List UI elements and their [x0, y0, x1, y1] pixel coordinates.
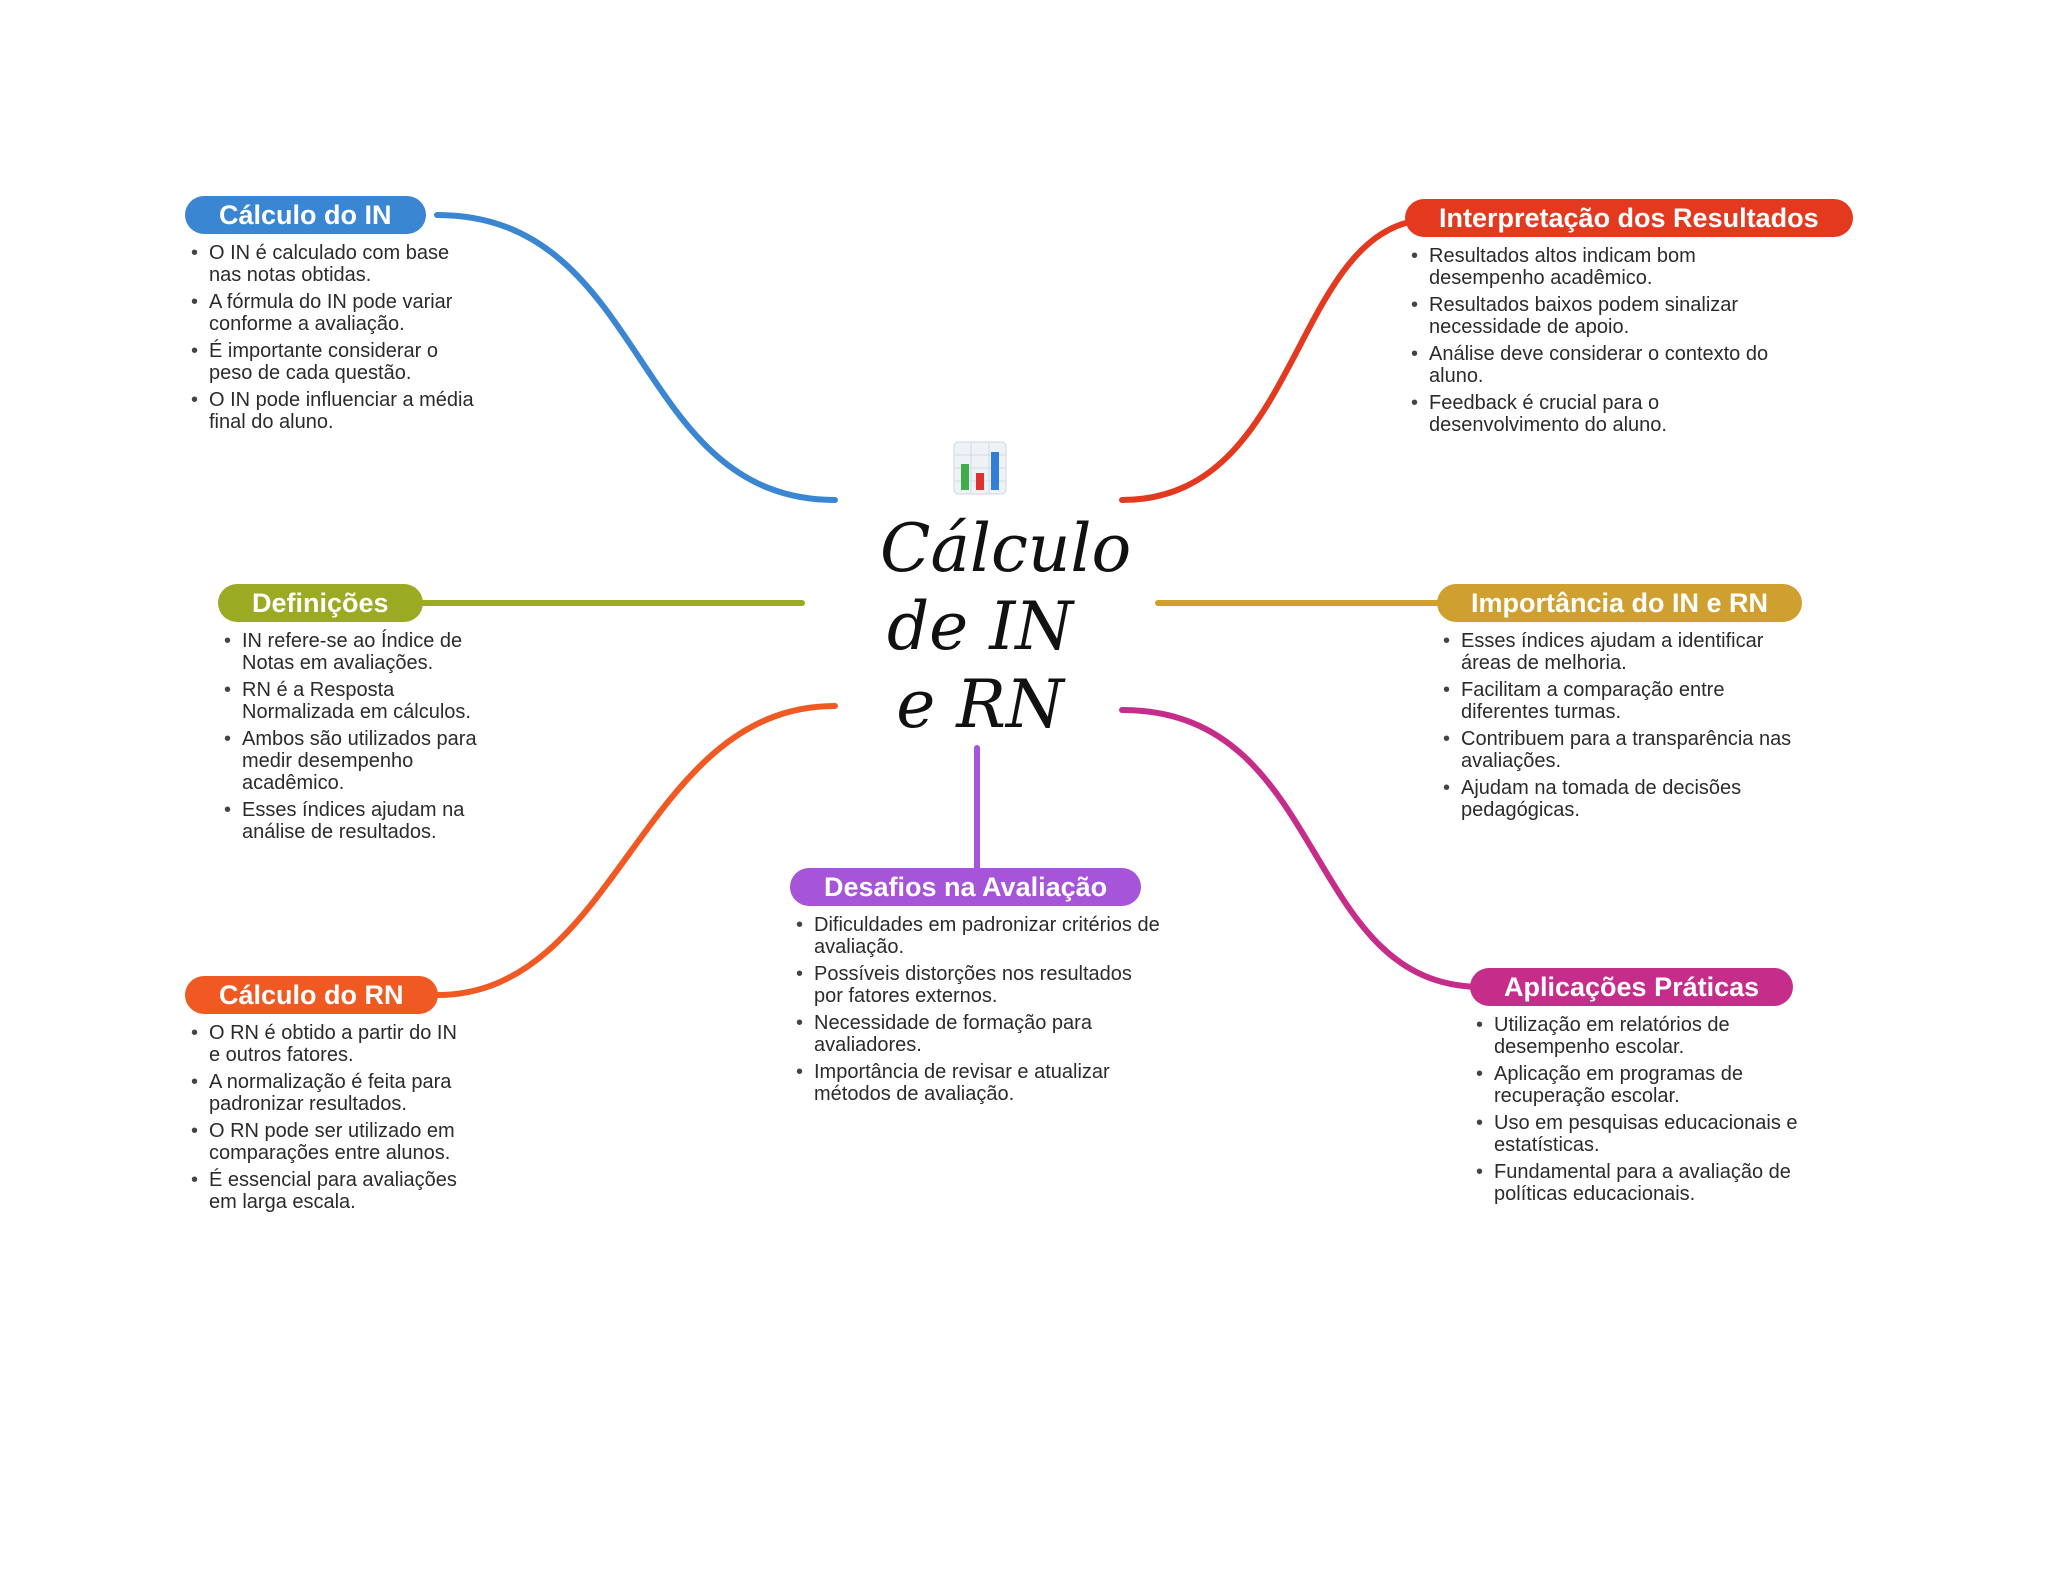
list-item: Feedback é crucial para o desenvolviment… [1405, 392, 1780, 436]
list-item: A fórmula do IN pode variar conforme a a… [185, 291, 475, 335]
connector-aplicacoes [1119, 707, 1483, 990]
connector-calc-in [434, 212, 838, 503]
list-item: O IN é calculado com base nas notas obti… [185, 242, 475, 286]
list-item: Ambos são utilizados para medir desempen… [218, 728, 503, 794]
list-item: Contribuem para a transparência nas aval… [1437, 728, 1802, 772]
item-list: Utilização em relatórios de desempenho e… [1470, 1014, 1820, 1205]
item-list: IN refere-se ao Índice de Notas em avali… [218, 630, 503, 843]
branch-title-desafios[interactable]: Desafios na Avaliação [790, 868, 1142, 906]
item-list: Resultados altos indicam bom desempenho … [1405, 245, 1780, 436]
branch-desafios: Desafios na Avaliação Dificuldades em pa… [790, 868, 1165, 1110]
item-list: Esses índices ajudam a identificar áreas… [1437, 630, 1802, 821]
list-item: É importante considerar o peso de cada q… [185, 340, 475, 384]
item-list: O RN é obtido a partir do IN e outros fa… [185, 1022, 465, 1213]
connector-interpretacao [1119, 217, 1423, 503]
branch-calculo-rn: Cálculo do RN O RN é obtido a partir do … [185, 976, 465, 1218]
list-item: É essencial para avaliações em larga esc… [185, 1169, 465, 1213]
list-item: O RN pode ser utilizado em comparações e… [185, 1120, 465, 1164]
branch-importancia: Importância do IN e RN Esses índices aju… [1437, 584, 1817, 826]
list-item: Necessidade de formação para avaliadores… [790, 1012, 1165, 1056]
branch-interpretacao: Interpretação dos Resultados Resultados … [1405, 199, 1853, 441]
item-list: Dificuldades em padronizar critérios de … [790, 914, 1165, 1105]
branch-title-definicoes[interactable]: Definições [218, 584, 423, 622]
branch-title-calculo-in[interactable]: Cálculo do IN [185, 196, 426, 234]
list-item: Resultados altos indicam bom desempenho … [1405, 245, 1780, 289]
list-item: Ajudam na tomada de decisões pedagógicas… [1437, 777, 1802, 821]
list-item: O RN é obtido a partir do IN e outros fa… [185, 1022, 465, 1066]
branch-calculo-in: Cálculo do IN O IN é calculado com base … [185, 196, 475, 438]
list-item: Resultados baixos podem sinalizar necess… [1405, 294, 1780, 338]
branch-title-interpretacao[interactable]: Interpretação dos Resultados [1405, 199, 1853, 237]
branch-title-importancia[interactable]: Importância do IN e RN [1437, 584, 1803, 622]
branch-aplicacoes: Aplicações Práticas Utilização em relató… [1470, 968, 1820, 1210]
list-item: Aplicação em programas de recuperação es… [1470, 1063, 1820, 1107]
branch-definicoes: Definições IN refere-se ao Índice de Not… [218, 584, 503, 848]
list-item: Uso em pesquisas educacionais e estatíst… [1470, 1112, 1820, 1156]
item-list: O IN é calculado com base nas notas obti… [185, 242, 475, 433]
list-item: Fundamental para a avaliação de política… [1470, 1161, 1820, 1205]
central-title: Cálculo de IN e RN [880, 510, 1132, 744]
bar-chart-icon [952, 440, 1008, 496]
list-item: Esses índices ajudam a identificar áreas… [1437, 630, 1802, 674]
central-title-line-2: de IN [886, 588, 1074, 665]
list-item: O IN pode influenciar a média final do a… [185, 389, 475, 433]
list-item: Dificuldades em padronizar critérios de … [790, 914, 1165, 958]
list-item: A normalização é feita para padronizar r… [185, 1071, 465, 1115]
list-item: Possíveis distorções nos resultados por … [790, 963, 1165, 1007]
branch-title-calculo-rn[interactable]: Cálculo do RN [185, 976, 438, 1014]
list-item: RN é a Resposta Normalizada em cálculos. [218, 679, 503, 723]
list-item: Esses índices ajudam na análise de resul… [218, 799, 503, 843]
branch-title-aplicacoes[interactable]: Aplicações Práticas [1470, 968, 1794, 1006]
central-title-line-3: e RN [896, 666, 1064, 743]
list-item: Importância de revisar e atualizar métod… [790, 1061, 1165, 1105]
central-topic: Cálculo de IN e RN [880, 440, 1132, 744]
list-item: Facilitam a comparação entre diferentes … [1437, 679, 1802, 723]
central-title-line-1: Cálculo [880, 510, 1132, 587]
list-item: Utilização em relatórios de desempenho e… [1470, 1014, 1820, 1058]
connector-calc-rn [434, 703, 838, 998]
list-item: IN refere-se ao Índice de Notas em avali… [218, 630, 503, 674]
list-item: Análise deve considerar o contexto do al… [1405, 343, 1780, 387]
